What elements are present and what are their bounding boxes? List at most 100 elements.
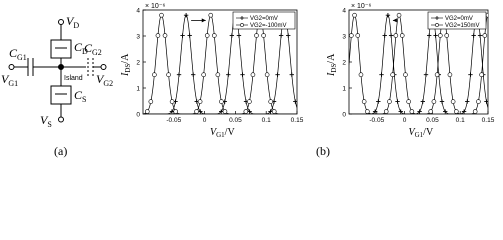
series-marker-circle xyxy=(393,33,399,38)
series-marker-circle xyxy=(406,99,411,104)
cd-sub: D xyxy=(82,47,88,56)
series-marker-circle xyxy=(482,33,488,38)
series-marker-circle xyxy=(159,12,164,18)
x-axis-label: VG1/V xyxy=(210,127,235,139)
circuit-diagram xyxy=(8,19,107,123)
series-marker-circle xyxy=(173,109,178,114)
series-marker-plus xyxy=(439,99,445,104)
svg-text:CG2: CG2 xyxy=(84,41,102,57)
series-marker-plus xyxy=(420,99,425,104)
x-tick-label: 0 xyxy=(403,117,407,124)
y-multiplier: × 10⁻⁶ xyxy=(145,3,166,10)
legend-box xyxy=(232,11,296,30)
series-marker-circle xyxy=(472,109,478,114)
legend-label: VG2=0mV xyxy=(250,16,278,22)
series-marker-circle xyxy=(261,33,266,38)
shift-arrowhead xyxy=(201,18,206,23)
vg1-terminal xyxy=(8,64,15,70)
series-marker-plus xyxy=(388,33,394,38)
svg-text:CS: CS xyxy=(74,88,86,104)
series-marker-circle xyxy=(387,99,392,104)
series-marker-circle xyxy=(247,99,252,104)
caption-b: (b) xyxy=(316,144,330,158)
series-marker-circle xyxy=(403,72,408,77)
y-tick-label: 4 xyxy=(342,8,346,15)
series-marker-circle xyxy=(243,109,249,114)
series-marker-circle xyxy=(365,109,370,114)
y-tick-label: 0 xyxy=(136,112,140,119)
legend-label: VG2=150mV xyxy=(445,23,480,29)
y-tick-label: 3 xyxy=(136,34,140,41)
series-marker-circle xyxy=(212,33,217,38)
series-marker-circle xyxy=(428,109,434,114)
y-tick-label: 0 xyxy=(342,112,346,119)
series-marker-plus xyxy=(278,33,284,38)
vg2-sub: G2 xyxy=(103,79,113,88)
series-marker-circle xyxy=(361,99,367,104)
series-marker-plus xyxy=(461,109,467,114)
series-marker-circle xyxy=(254,33,259,38)
y-multiplier: × 10⁻⁶ xyxy=(351,3,372,10)
series-marker-circle xyxy=(358,72,364,77)
x-tick-label: 0.05 xyxy=(426,117,439,124)
series-marker-circle xyxy=(396,12,402,18)
series-marker-circle xyxy=(409,109,415,114)
vg2-terminal xyxy=(100,64,107,70)
svg-text:VD: VD xyxy=(66,14,79,30)
vg1-label: V xyxy=(1,72,10,86)
series-marker-circle xyxy=(383,109,389,114)
series-marker-circle xyxy=(355,33,361,38)
legend-marker-plus xyxy=(240,16,244,20)
island-label: Island xyxy=(64,75,83,82)
plot-area xyxy=(349,12,488,114)
series-marker-plus xyxy=(477,33,483,38)
vs-terminal xyxy=(58,116,64,123)
series-marker-plus xyxy=(484,99,488,104)
series-marker-plus xyxy=(372,109,378,114)
series-marker-plus xyxy=(183,13,189,18)
legend-label: VG2=0mV xyxy=(445,16,473,22)
series-marker-plus xyxy=(275,72,280,77)
caption-a: (a) xyxy=(54,144,67,158)
y-tick-label: 2 xyxy=(342,60,346,67)
series-marker-circle xyxy=(208,12,214,18)
series-line-1 xyxy=(349,14,488,114)
legend-marker-plus xyxy=(435,16,439,20)
cg1-label: C xyxy=(9,46,18,60)
series-marker-plus xyxy=(180,33,185,38)
series-marker-circle xyxy=(447,72,453,77)
series-marker-plus xyxy=(426,33,432,38)
series-marker-plus xyxy=(398,109,403,114)
series-marker-circle xyxy=(444,33,450,38)
vd-label: V xyxy=(66,14,75,28)
series-marker-plus xyxy=(423,72,429,77)
series-marker-plus xyxy=(226,72,231,77)
series-marker-plus xyxy=(293,99,297,104)
shift-arrowhead xyxy=(392,18,397,23)
series-marker-circle xyxy=(454,109,459,114)
x-tick-label: 0.15 xyxy=(482,117,495,124)
x-tick-label: -0.05 xyxy=(369,117,384,124)
svg-text:CG1: CG1 xyxy=(9,46,27,62)
cd-capacitor xyxy=(50,39,72,59)
vg1-sub: G1 xyxy=(8,79,18,88)
svg-text:CD: CD xyxy=(74,40,88,56)
legend-label: VG2=-100mV xyxy=(250,23,287,29)
vd-sub: D xyxy=(73,21,79,30)
series-marker-circle xyxy=(399,33,405,38)
svg-text:VG1: VG1 xyxy=(1,72,18,88)
svg-text:VG2: VG2 xyxy=(96,72,113,88)
x-tick-label: 0.1 xyxy=(262,117,271,124)
series-marker-circle xyxy=(268,99,273,104)
cs-capacitor xyxy=(50,85,72,105)
series-marker-circle xyxy=(431,99,437,104)
series-marker-circle xyxy=(476,99,481,104)
series-marker-circle xyxy=(434,72,440,77)
series-marker-circle xyxy=(450,99,456,104)
legend-marker-circle xyxy=(240,23,244,27)
series-marker-circle xyxy=(479,72,484,77)
vd-terminal xyxy=(58,19,64,25)
series-marker-circle xyxy=(390,72,395,77)
circuit-labels: VD CD CG1 CG2 VG1 VG2 Island CS VS xyxy=(1,14,113,129)
